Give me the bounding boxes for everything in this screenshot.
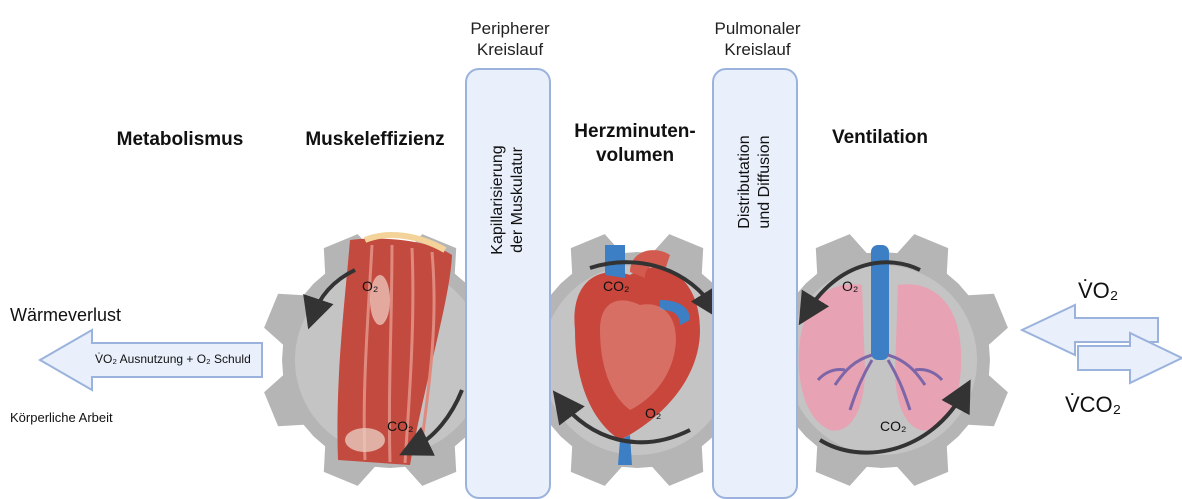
heading-cardiac-output: Herzminuten- volumen (560, 120, 710, 168)
heading-metabolism: Metabolismus (100, 128, 260, 152)
vco2-label: V̇CO₂ (1065, 392, 1121, 418)
capillarization-line1: Kapillarisierung (488, 145, 508, 254)
lungs-o2-label: O₂ (842, 278, 858, 294)
distribution-line1: Distributation (735, 135, 755, 228)
peripheral-line2: Kreislauf (455, 39, 565, 60)
pulmonary-line1: Pulmonaler (700, 18, 815, 39)
pulmonary-line2: Kreislauf (700, 39, 815, 60)
capillarization-line2: der Muskulatur (508, 145, 528, 254)
muscle-o2-label: O₂ (362, 278, 378, 294)
capillarization-panel: Kapillarisierung der Muskulatur (465, 68, 551, 499)
heading-muscle-efficiency: Muskeleffizienz (290, 128, 460, 152)
muscle-co2-label: CO₂ (387, 418, 413, 434)
distribution-line2: und Diffusion (755, 135, 775, 228)
vo2-label: V̇O₂ (1078, 278, 1118, 304)
physical-work-label: Körperliche Arbeit (10, 410, 113, 425)
distribution-label: Distributation und Diffusion (735, 135, 775, 228)
heading-ventilation: Ventilation (815, 126, 945, 150)
distribution-panel: Distributation und Diffusion (712, 68, 798, 499)
cardiac-output-line2: volumen (560, 144, 710, 168)
lungs-co2-label: CO₂ (880, 418, 906, 434)
arrow-label: V̇O₂ Ausnutzung + O₂ Schuld (95, 352, 251, 366)
heat-loss-label: Wärmeverlust (10, 305, 121, 326)
cardiac-output-line1: Herzminuten- (560, 120, 710, 144)
peripheral-circulation-title: Peripherer Kreislauf (455, 18, 565, 60)
capillarization-label: Kapillarisierung der Muskulatur (488, 145, 528, 254)
heart-o2-label: O₂ (645, 405, 661, 421)
pulmonary-circulation-title: Pulmonaler Kreislauf (700, 18, 815, 60)
heart-co2-label: CO₂ (603, 278, 629, 294)
peripheral-line1: Peripherer (455, 18, 565, 39)
